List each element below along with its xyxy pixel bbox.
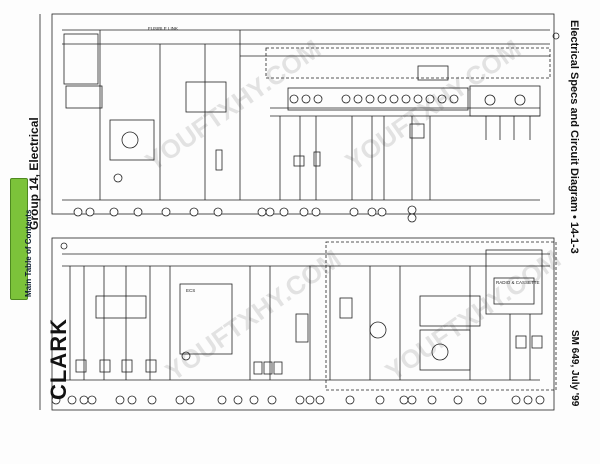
- clark-logo: CLARK: [46, 318, 71, 400]
- main-table-of-contents-button[interactable]: Main Table of Contents: [10, 178, 33, 300]
- ecu-label: ECS: [186, 288, 195, 293]
- page-title: Electrical Specs and Circuit Diagram • 1…: [568, 20, 580, 254]
- footer-revision: SM 649, July '99: [569, 330, 580, 407]
- toc-label: Main Table of Contents: [24, 209, 33, 297]
- radio-label: RADIO & CASSETTE: [496, 280, 540, 285]
- fuse-link-label: FUSIBLE LINK: [148, 26, 178, 31]
